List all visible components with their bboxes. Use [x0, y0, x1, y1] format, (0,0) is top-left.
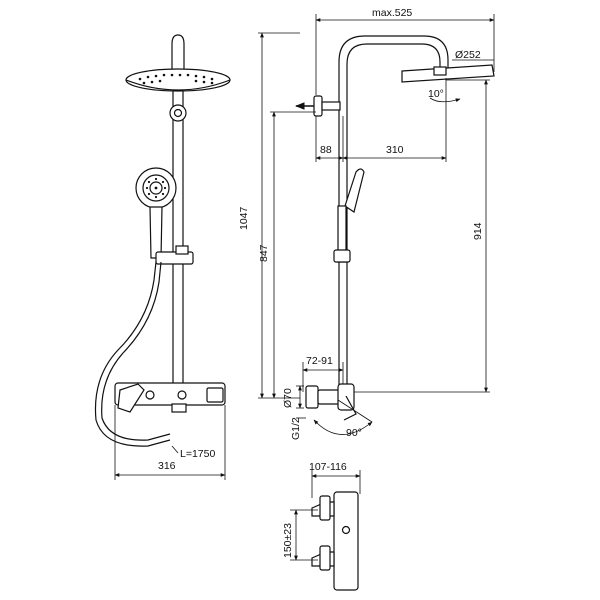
rail-height-label: 847	[258, 244, 270, 262]
mixer-width-label: 316	[158, 460, 176, 472]
arm-length-label: 310	[386, 144, 404, 156]
mixer-side-view	[305, 383, 357, 421]
hand-shower	[135, 167, 177, 259]
valve-detail: 107-116 150±23	[282, 461, 361, 591]
head-height-label: 914	[472, 222, 484, 240]
side-view: max.525 Ø252 10° 88 310	[238, 7, 495, 440]
inlet-spacing-label: 72-91	[306, 355, 333, 367]
shower-hose	[94, 261, 171, 447]
wall-offset-label: 88	[320, 144, 332, 156]
valve-depth-label: 107-116	[309, 461, 347, 473]
total-height-label: 1047	[238, 206, 250, 230]
max-reach-label: max.525	[372, 7, 412, 19]
head-diameter-label: Ø252	[455, 49, 481, 61]
slider-holder	[155, 251, 194, 265]
hose-length-label: L=1750	[180, 448, 215, 460]
center-distance-label: 150±23	[282, 523, 294, 558]
shower-arm	[338, 35, 449, 390]
valve-body	[333, 491, 359, 591]
rotation-angle-label: 90°	[346, 427, 362, 439]
overhead-shower-head	[125, 68, 231, 92]
inlet-diameter-label: Ø70	[282, 388, 294, 408]
head-side-view	[401, 64, 495, 83]
hand-shower-side	[344, 168, 365, 213]
thread-label: G1/2	[290, 417, 302, 440]
wall-bracket	[169, 104, 187, 122]
thermostatic-mixer	[114, 382, 226, 413]
head-angle-label: 10°	[428, 88, 444, 100]
front-view: L=1750 316	[94, 34, 231, 480]
